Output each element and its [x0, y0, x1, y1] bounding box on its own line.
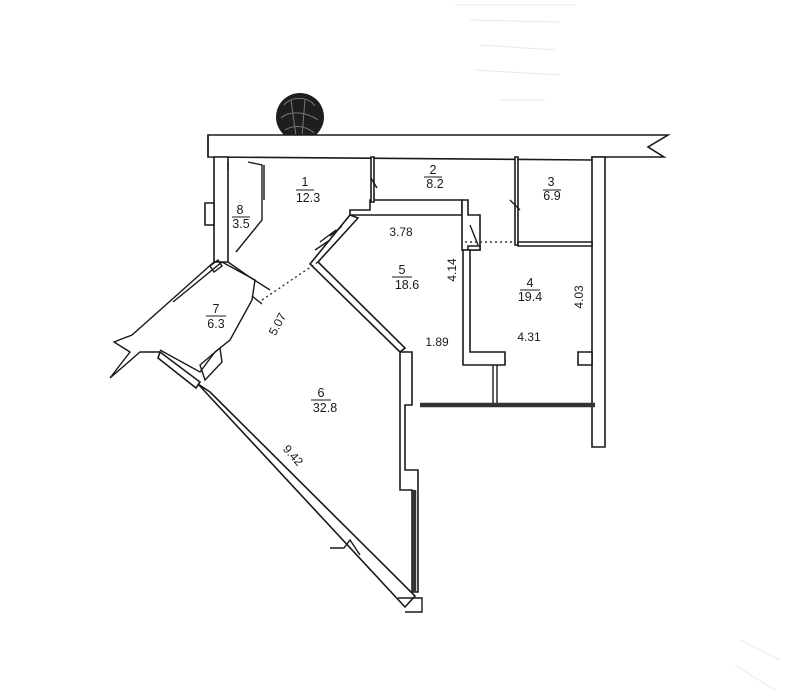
svg-text:6.9: 6.9: [543, 189, 560, 203]
room-4-label: 4 19.4: [518, 276, 542, 304]
dimension-4-03: 4.03: [572, 285, 586, 309]
svg-text:6: 6: [318, 386, 325, 400]
interior-walls-lower: [420, 249, 595, 408]
svg-text:32.8: 32.8: [313, 401, 337, 415]
dimension-4-14: 4.14: [445, 258, 459, 282]
room-5-label: 5 18.6: [392, 263, 419, 292]
room-1-label: 1 12.3: [296, 175, 320, 205]
room-6-label: 6 32.8: [311, 386, 337, 415]
room-labels: 1 12.3 2 8.2 3 6.9 4 19.4 5 18.6 6 32.8: [206, 163, 561, 415]
dimension-3-78: 3.78: [389, 225, 413, 239]
svg-text:6.3: 6.3: [207, 317, 224, 331]
dimension-5-07: 5.07: [266, 310, 289, 337]
wing-outline: [109, 258, 271, 390]
svg-text:1: 1: [302, 175, 309, 189]
svg-text:5: 5: [399, 263, 406, 277]
exterior-wall-right: [591, 156, 606, 448]
svg-text:8: 8: [237, 203, 244, 217]
svg-text:12.3: 12.3: [296, 191, 320, 205]
interior-walls-upper: [227, 156, 593, 253]
room-8-label: 8 3.5: [232, 203, 250, 231]
dimension-1-89: 1.89: [425, 335, 449, 349]
exterior-wall-left: [204, 156, 229, 263]
wall-room5-diagonal: [308, 214, 407, 354]
wall-center: [399, 351, 419, 593]
room-2-label: 2 8.2: [424, 163, 444, 191]
exterior-wall-top: [207, 134, 671, 161]
svg-text:8.2: 8.2: [426, 177, 443, 191]
svg-text:18.6: 18.6: [395, 278, 419, 292]
room-3-label: 3 6.9: [543, 175, 561, 203]
svg-text:4: 4: [527, 276, 534, 290]
svg-text:3.5: 3.5: [232, 217, 249, 231]
dotted-openings: [261, 241, 512, 301]
svg-text:19.4: 19.4: [518, 290, 542, 304]
room-7-label: 7 6.3: [206, 302, 226, 331]
exterior-wall-diagonal: [197, 383, 423, 613]
svg-text:7: 7: [213, 302, 220, 316]
svg-text:3: 3: [548, 175, 555, 189]
dimension-4-31: 4.31: [517, 330, 541, 344]
scan-artifacts: [455, 4, 781, 691]
tree-symbol: [276, 93, 324, 141]
svg-text:2: 2: [430, 163, 437, 177]
